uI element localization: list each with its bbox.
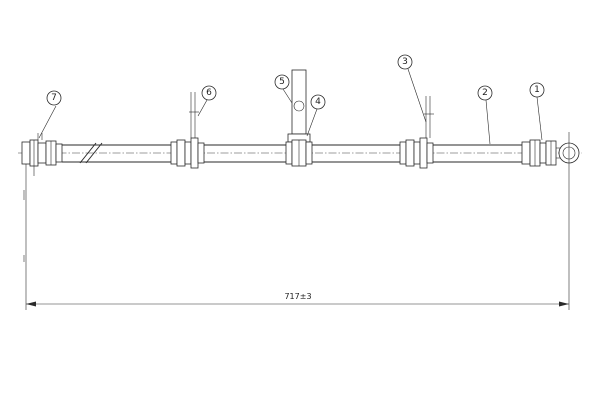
callout-3: 3 bbox=[397, 54, 413, 70]
callout-5: 5 bbox=[274, 74, 290, 90]
callout-5-label: 5 bbox=[279, 77, 285, 87]
leader-lines bbox=[38, 68, 543, 145]
callout-6: 6 bbox=[201, 85, 217, 101]
callout-6-label: 6 bbox=[206, 88, 212, 98]
center-bracket bbox=[285, 69, 313, 167]
callout-7-label: 7 bbox=[51, 93, 57, 103]
callout-2: 2 bbox=[477, 85, 493, 101]
callout-2-label: 2 bbox=[482, 88, 488, 98]
callout-1-label: 1 bbox=[534, 85, 540, 95]
overall-length-dimension: 717±3 bbox=[23, 174, 570, 310]
right-end-fitting bbox=[521, 132, 580, 174]
callout-7: 7 bbox=[46, 90, 62, 106]
callout-4: 4 bbox=[310, 94, 326, 110]
left-end-fitting bbox=[21, 133, 63, 176]
callout-4-label: 4 bbox=[315, 97, 321, 107]
bracket-hole bbox=[293, 100, 305, 112]
overall-length-label: 717±3 bbox=[284, 292, 311, 301]
callout-3-label: 3 bbox=[402, 57, 408, 67]
bracket-clip-3 bbox=[399, 96, 434, 169]
callout-1: 1 bbox=[529, 82, 545, 98]
bracket-clip-6 bbox=[170, 92, 205, 169]
